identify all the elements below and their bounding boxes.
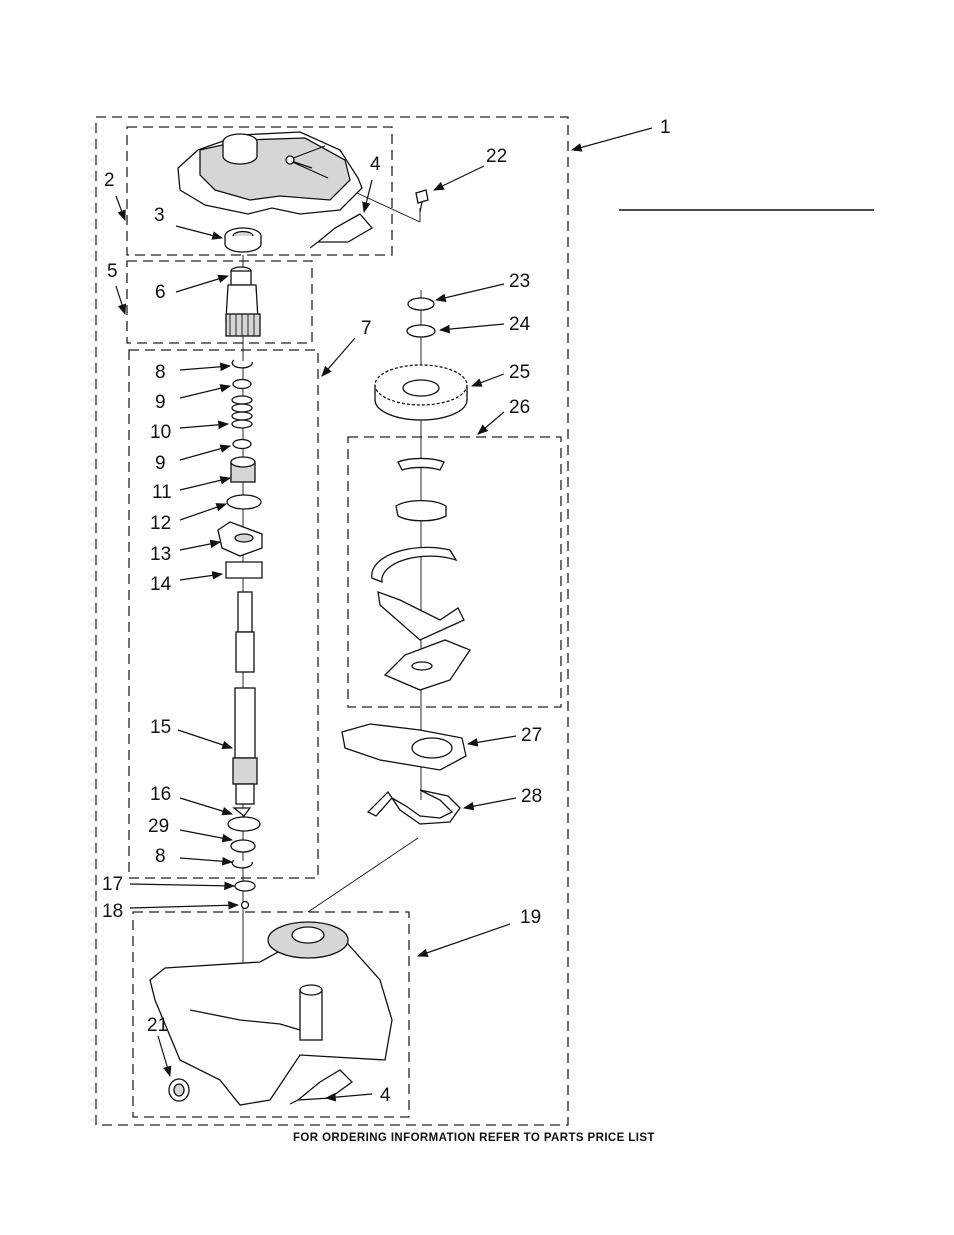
screw-part — [416, 190, 428, 212]
callout-24: 24 — [509, 314, 531, 335]
drive-tube — [226, 267, 260, 336]
callout-1: 1 — [660, 117, 671, 138]
callout-29: 29 — [148, 816, 169, 837]
callout-12: 12 — [150, 513, 171, 534]
shaft-stack — [218, 360, 262, 909]
callout-23: 23 — [509, 271, 530, 292]
callout-11: 11 — [152, 482, 172, 503]
callout-5: 5 — [107, 261, 118, 282]
callout-15: 15 — [150, 717, 171, 738]
callout-3: 3 — [154, 205, 165, 226]
callout-2: 2 — [104, 170, 115, 191]
grease-tube-bottom — [290, 1070, 352, 1104]
callout-28: 28 — [521, 786, 542, 807]
callout-16: 16 — [150, 784, 171, 805]
right-stack — [342, 298, 470, 824]
callout-25: 25 — [509, 362, 530, 383]
callout-8-bottom: 8 — [155, 846, 166, 867]
callout-6: 6 — [155, 282, 166, 303]
callout-14: 14 — [150, 574, 172, 595]
callout-10: 10 — [150, 422, 171, 443]
seal-part — [225, 228, 261, 252]
leader-arrows — [116, 128, 652, 1098]
callout-13: 13 — [150, 544, 171, 565]
callout-4-top: 4 — [370, 154, 381, 175]
grease-tube-top — [310, 214, 372, 248]
gearcase-housing — [150, 922, 392, 1105]
callout-22: 22 — [486, 146, 507, 167]
callout-9-top: 9 — [155, 392, 166, 413]
callout-17: 17 — [102, 874, 123, 895]
bottom-seal — [169, 1079, 189, 1101]
callout-19: 19 — [520, 907, 541, 928]
callout-18: 18 — [102, 901, 123, 922]
callout-27: 27 — [521, 725, 542, 746]
callout-4-bottom: 4 — [380, 1085, 391, 1106]
callout-26: 26 — [509, 397, 530, 418]
gearcase-cover — [178, 132, 362, 214]
callout-7: 7 — [361, 318, 372, 339]
callout-21: 21 — [147, 1015, 168, 1036]
callout-9-bottom: 9 — [155, 453, 166, 474]
footer-note: FOR ORDERING INFORMATION REFER TO PARTS … — [293, 1132, 655, 1144]
callout-8-top: 8 — [155, 362, 166, 383]
link-line — [308, 838, 418, 912]
